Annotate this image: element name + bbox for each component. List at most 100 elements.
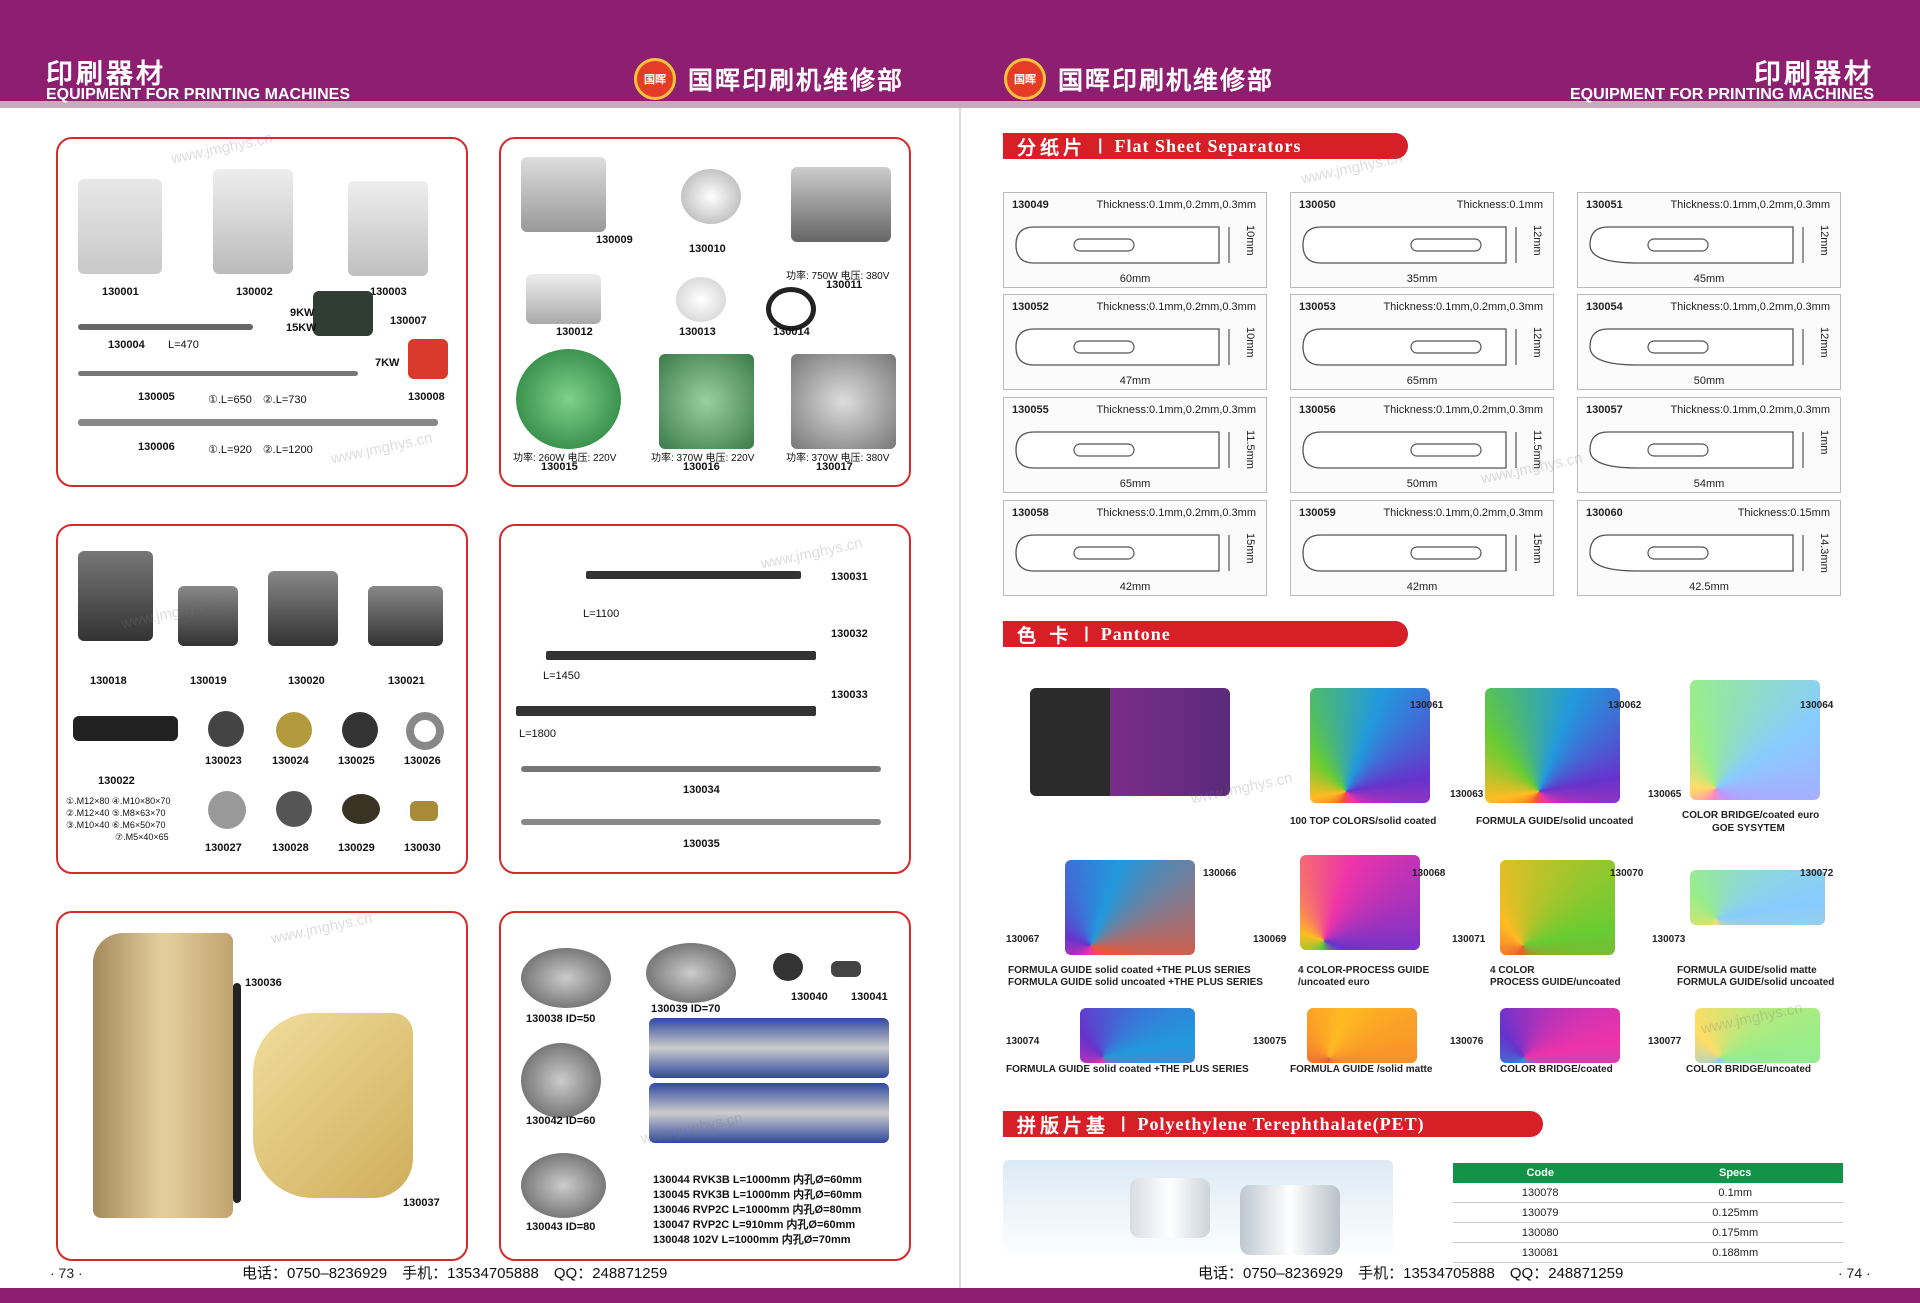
product-code: 130030 xyxy=(404,842,441,854)
footer-contact: 电话：0750–8236929 手机：13534705888 QQ：248871… xyxy=(242,1265,668,1282)
section-en: Polyethylene Terephthalate(PET) xyxy=(1137,1113,1425,1134)
product-image xyxy=(208,711,244,747)
separator-diagram xyxy=(1302,534,1517,572)
product-image xyxy=(276,791,312,827)
header-strip xyxy=(960,101,1920,108)
product-image xyxy=(410,801,438,821)
length-label: L=1800 xyxy=(519,728,557,740)
product-code: 130064 xyxy=(1800,700,1834,711)
product-image xyxy=(521,819,881,825)
power-spec: 功率: 370W 电压: 220V xyxy=(651,453,755,464)
separator-thickness: Thickness:0.1mm,0.2mm,0.3mm xyxy=(1383,507,1543,519)
product-code: 130071 xyxy=(1452,934,1486,945)
product-image xyxy=(516,349,621,449)
pantone-label: GOE SYSYTEM xyxy=(1712,823,1785,834)
product-code: 130010 xyxy=(689,243,726,255)
length-label: L=1100 xyxy=(583,608,620,620)
pantone-label: FORMULA GUIDE solid uncoated +THE PLUS S… xyxy=(1008,977,1263,988)
product-code: 130073 xyxy=(1652,934,1686,945)
roller-spec: 130048 102V L=1000mm 内孔Ø=70mm xyxy=(653,1234,851,1246)
separator-diagram xyxy=(1589,328,1804,366)
separator-diagram xyxy=(1015,431,1230,469)
panel-fittings: 130018 130019 130020 130021 130022 13002… xyxy=(56,524,468,874)
separator-diagram xyxy=(1302,226,1517,264)
header-cn-title: 印刷器材 xyxy=(1754,59,1874,89)
panel-pumps: 130009 130010 功率: 750W 电压: 380V 130011 1… xyxy=(499,137,911,487)
product-code: 130036 xyxy=(245,977,282,989)
product-code: 130022 xyxy=(98,775,135,787)
product-image xyxy=(93,933,233,1218)
product-image xyxy=(649,1018,889,1078)
product-image xyxy=(521,1043,601,1118)
separator-width: 65mm xyxy=(1406,375,1438,387)
product-image xyxy=(78,324,253,330)
product-image xyxy=(78,551,153,641)
table-cell: 0.175mm xyxy=(1627,1222,1843,1243)
product-code: 130063 xyxy=(1450,789,1484,800)
separator-height: 1mm xyxy=(1818,430,1830,455)
product-image xyxy=(178,586,238,646)
roller-spec: 130044 RVK3B L=1000mm 内孔Ø=60mm xyxy=(653,1174,862,1186)
separator-width: 35mm xyxy=(1406,273,1438,285)
table-cell: 0.188mm xyxy=(1627,1242,1843,1263)
product-image xyxy=(791,167,891,242)
separator-width: 65mm xyxy=(1119,478,1151,490)
product-code: 130014 xyxy=(773,326,810,338)
product-code: 130033 xyxy=(831,689,868,701)
separator-width: 50mm xyxy=(1406,478,1438,490)
product-image xyxy=(831,961,861,977)
separator-diagram xyxy=(1015,328,1230,366)
product-image xyxy=(268,571,338,646)
product-code: 130013 xyxy=(679,326,716,338)
product-code: 130038 ID=50 xyxy=(526,1013,596,1025)
product-code: 130074 xyxy=(1006,1036,1040,1047)
product-code: 130032 xyxy=(831,628,868,640)
separator-thickness: Thickness:0.1mm,0.2mm,0.3mm xyxy=(1096,301,1256,313)
section-en: Pantone xyxy=(1100,623,1171,644)
product-code: 130024 xyxy=(272,755,309,767)
table-header: Specs xyxy=(1627,1163,1843,1183)
table-cell: 130081 xyxy=(1453,1242,1628,1263)
product-image xyxy=(521,1153,606,1218)
product-code: 130011 xyxy=(826,279,863,291)
right-header: 国晖 国晖印刷机维修部 印刷器材 EQUIPMENT FOR PRINTING … xyxy=(960,0,1920,108)
separator-height: 10mm xyxy=(1244,225,1256,256)
product-code: 130076 xyxy=(1450,1036,1484,1047)
product-image xyxy=(408,339,448,379)
product-code: 130034 xyxy=(683,784,720,796)
product-image xyxy=(348,181,428,276)
product-image xyxy=(342,794,380,824)
separator-width: 42mm xyxy=(1406,581,1438,593)
product-code: 130035 xyxy=(683,838,720,850)
product-code: 130042 ID=60 xyxy=(526,1115,596,1127)
table-cell: 130078 xyxy=(1453,1183,1628,1203)
table-cell: 130079 xyxy=(1453,1202,1628,1223)
product-code: 130005 xyxy=(138,391,175,403)
product-image xyxy=(546,651,816,660)
product-code: 130016 xyxy=(683,461,720,473)
product-code: 130007 xyxy=(390,315,427,327)
product-image xyxy=(208,791,246,829)
product-code: 130077 xyxy=(1648,1036,1682,1047)
separator-diagram xyxy=(1589,431,1804,469)
separator-thickness: Thickness:0.1mm,0.2mm,0.3mm xyxy=(1670,404,1830,416)
page-number: · 74 · xyxy=(1838,1265,1871,1281)
product-code: 130008 xyxy=(408,391,445,403)
length-label: ①.L=920 ②.L=1200 xyxy=(208,444,313,456)
product-code: 130065 xyxy=(1648,789,1682,800)
pantone-label: 4 COLOR-PROCESS GUIDE xyxy=(1298,965,1430,976)
section-cn: 分纸片 xyxy=(1017,137,1087,159)
product-code: 130031 xyxy=(831,571,868,583)
product-image xyxy=(1690,870,1825,925)
product-image xyxy=(1065,860,1195,955)
product-image xyxy=(1130,1178,1210,1238)
pantone-label: PROCESS GUIDE/uncoated xyxy=(1490,977,1621,988)
product-code: 130039 ID=70 xyxy=(651,1003,721,1015)
power-label: 7KW xyxy=(375,357,400,369)
